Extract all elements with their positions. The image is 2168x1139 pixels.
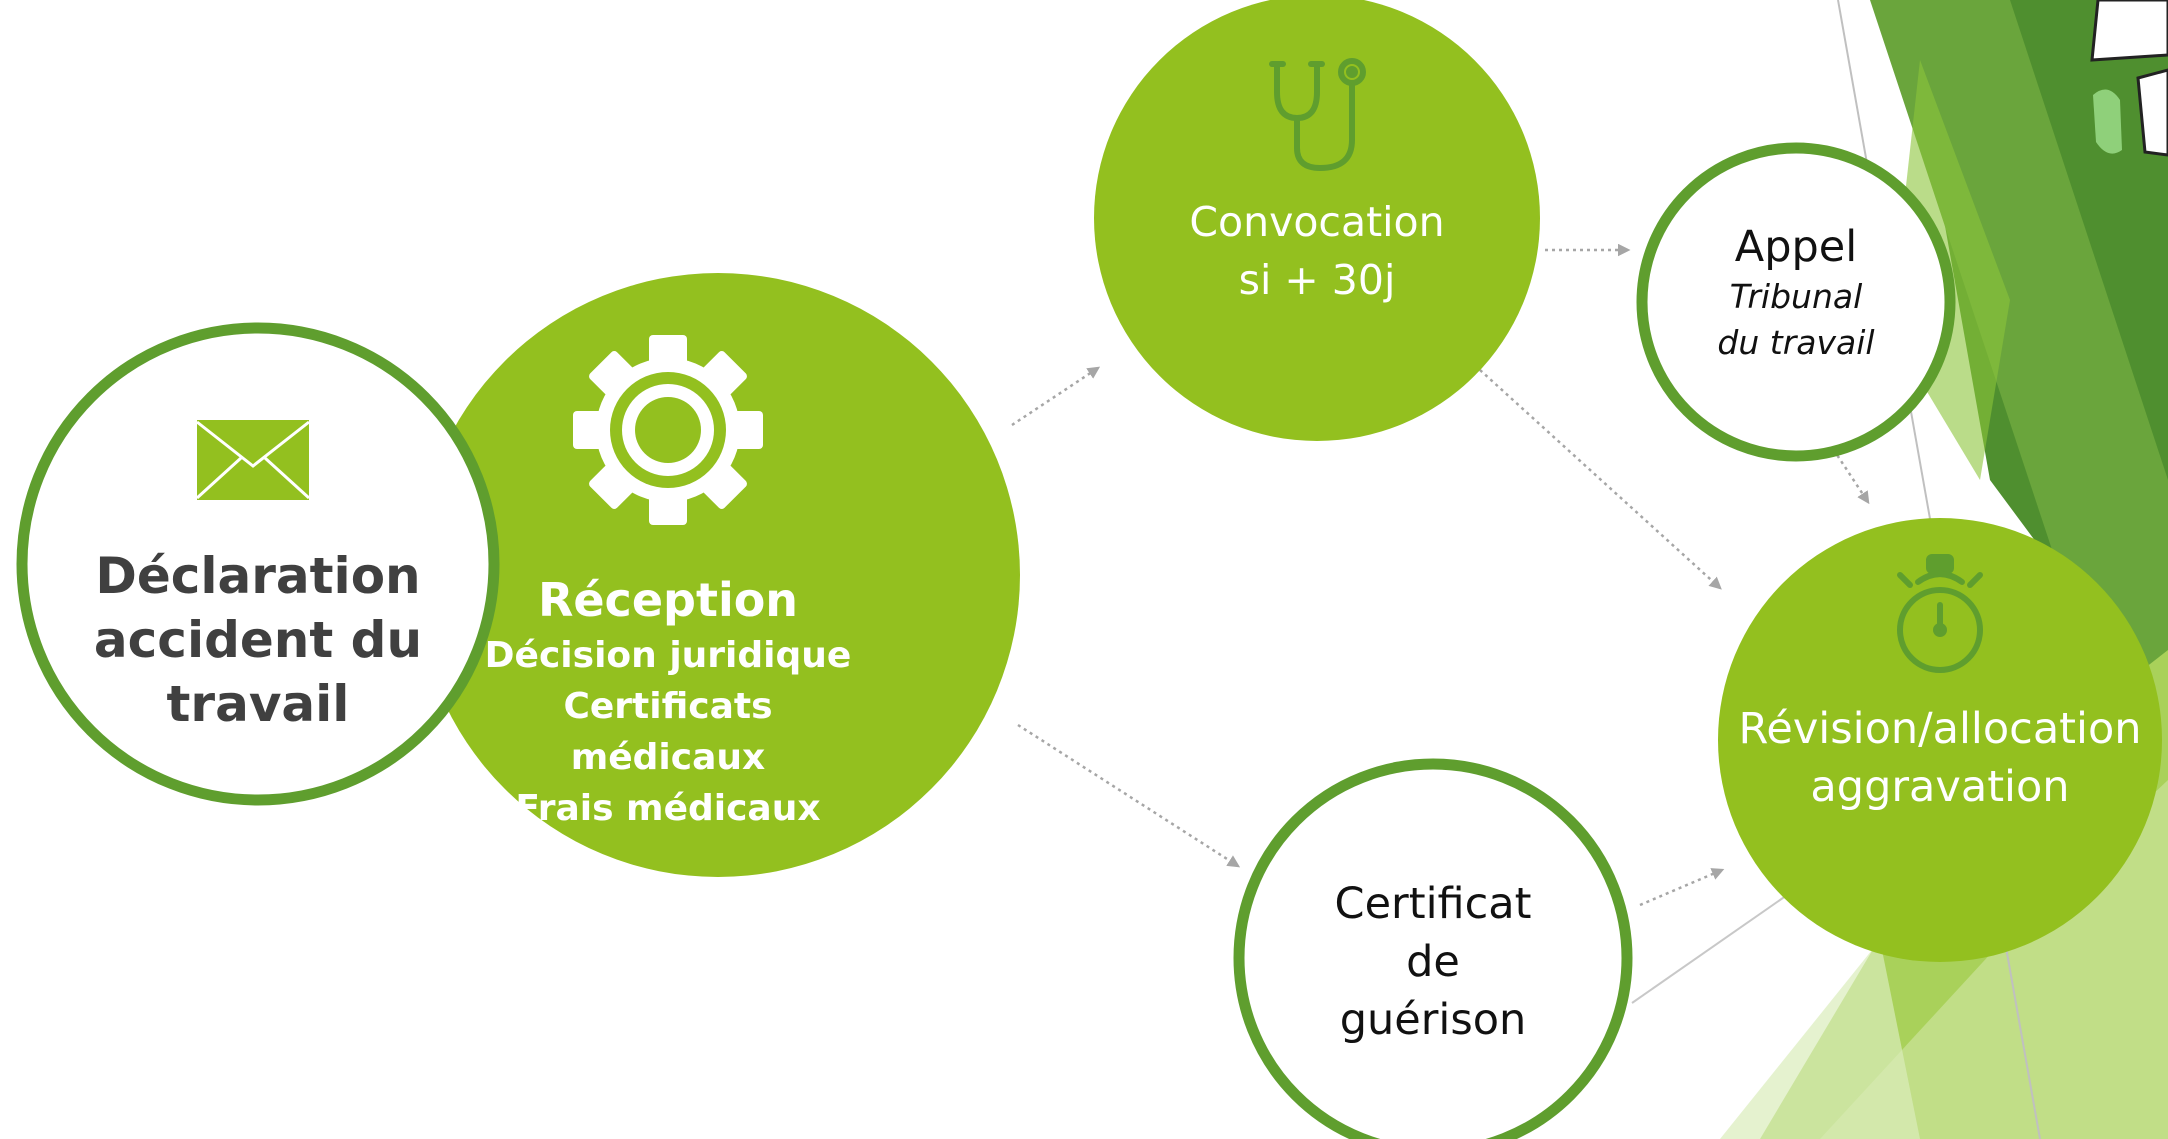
revision-circle bbox=[1718, 518, 2162, 962]
declaration-line-3: travail bbox=[166, 675, 350, 733]
flow-arrows bbox=[1011, 243, 1870, 907]
appel-circle bbox=[1636, 142, 1956, 462]
stethoscope-icon bbox=[1269, 58, 1366, 172]
declaration-line-2: accident du bbox=[93, 611, 423, 669]
reception-line-1: Décision juridique bbox=[484, 635, 852, 676]
appel-line-1: Tribunal bbox=[1729, 277, 1863, 316]
envelope-icon bbox=[195, 420, 311, 500]
revision-line-2: aggravation bbox=[1810, 762, 2070, 812]
appel-node: Appel Tribunal du travail bbox=[1656, 218, 1936, 368]
convocation-node: Convocation si + 30j bbox=[1137, 188, 1497, 314]
certificat-line-1: Certificat bbox=[1334, 879, 1532, 929]
reception-line-3: médicaux bbox=[570, 737, 766, 778]
reception-title: Réception bbox=[537, 573, 799, 627]
revision-node: Révision/allocation aggravation bbox=[1700, 698, 2168, 818]
appel-line-2: du travail bbox=[1717, 323, 1875, 362]
convocation-line-1: Convocation bbox=[1189, 198, 1445, 246]
certificat-node: Certificat de guérison bbox=[1283, 872, 1583, 1052]
corner-figure-illustration bbox=[2090, 0, 2168, 157]
arrow-certificat-to-revision bbox=[1639, 868, 1725, 907]
arrow-reception-to-certificat bbox=[1017, 723, 1241, 868]
declaration-node: Déclaration accident du travail bbox=[78, 530, 438, 750]
reception-circle bbox=[416, 273, 1020, 877]
stopwatch-icon bbox=[1897, 554, 1983, 673]
reception-line-2: Certificats bbox=[563, 686, 773, 727]
declaration-circle bbox=[16, 322, 500, 806]
convocation-line-2: si + 30j bbox=[1238, 256, 1396, 304]
certificat-line-3: guérison bbox=[1339, 995, 1527, 1045]
arrow-convocation-to-revision bbox=[1479, 369, 1722, 590]
reception-line-4: Frais médicaux bbox=[515, 788, 821, 829]
certificat-line-2: de bbox=[1406, 937, 1460, 987]
gear-icon bbox=[573, 335, 763, 525]
convocation-circle bbox=[1094, 0, 1540, 441]
appel-title: Appel bbox=[1734, 222, 1858, 272]
revision-line-1: Révision/allocation bbox=[1738, 704, 2142, 754]
declaration-line-1: Déclaration bbox=[95, 547, 421, 605]
arrow-reception-to-convocation bbox=[1011, 366, 1101, 427]
certificat-circle bbox=[1233, 758, 1633, 1139]
reception-node: Réception Décision juridique Certificats… bbox=[448, 562, 888, 842]
